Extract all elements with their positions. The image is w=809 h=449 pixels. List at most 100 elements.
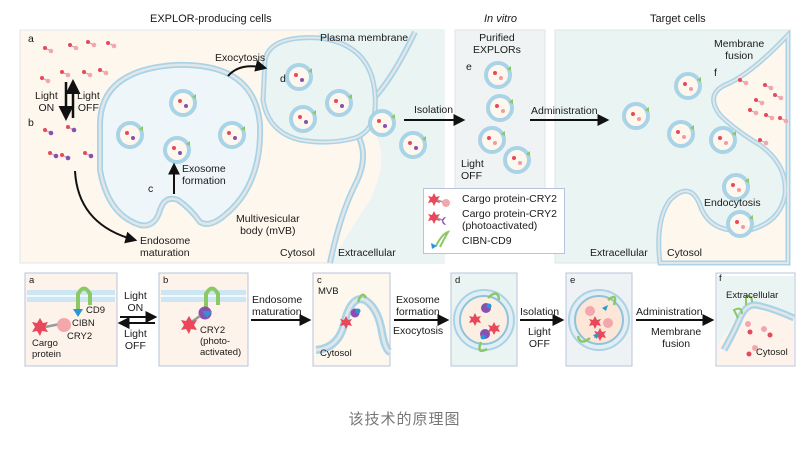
cry2-dot [304,120,308,124]
exosome-vesicle [503,146,531,174]
cry2-dot [518,161,522,165]
cd9-mark [732,131,736,136]
free-cargo [43,46,47,50]
cd9-mark [509,99,513,104]
label-exocytosis: Exocytosis [215,52,266,64]
exosome-vesicle [484,61,512,89]
free-cargo [98,68,102,72]
step-a-cibn: CIBN [72,318,95,329]
free-cargo [83,151,87,155]
exosome-vesicle [289,105,317,133]
panel-letter-b: b [28,117,34,129]
cargo-dot [493,71,497,75]
cargo-dot [683,82,687,86]
cd9-mark [697,77,701,82]
producing-cells-region [19,29,445,264]
cargo-protein [32,318,48,336]
step-d-letter: d [455,275,461,286]
exosome-vesicle [285,63,313,91]
step-f-cytosol: Cytosol [756,347,788,358]
cargo-dot [631,112,635,116]
exosome-vesicle [163,136,191,164]
cargo-dot [495,104,499,108]
legend-label-cargo-cry2-photoactivated: Cargo protein-CRY2(photoactivated) [462,208,557,232]
cry2-dot [178,151,182,155]
legend-label-cargo-cry2: Cargo protein-CRY2 [462,193,557,205]
bottom-arrows [117,311,715,329]
panel-letter-c: c [148,183,154,195]
free-cry2 [763,140,769,146]
cd9-mark [192,94,196,99]
cry2-dot [724,141,728,145]
cd9-mark [241,126,245,131]
cargo-dot [298,115,302,119]
exosome-vesicle [399,131,427,159]
cd9-mark [139,126,143,131]
step-e-letter: e [570,275,576,286]
cry2-dot [493,141,497,145]
free-cargo [48,151,52,155]
free-cargo [106,41,110,45]
free-cargo [778,116,782,120]
free-cargo [43,128,47,132]
endosome-maturation-arrow [74,170,138,244]
legend-icons [428,193,451,249]
free-cry2 [103,70,109,76]
label-isolation: Isolation [414,104,454,116]
title-in-vitro: In vitro [484,13,518,25]
cd9-mark [745,178,749,183]
cd9-mark [308,68,312,73]
cry2-dot [741,225,745,229]
free-cry2 [87,72,93,78]
exosome-vesicle [116,121,144,149]
free-cry2 [48,48,54,54]
step-c-letter: c [317,275,322,286]
free-cargo [758,138,762,142]
label-plasma-membrane: Plasma membrane [320,32,409,44]
cd9-mark [526,151,530,156]
cargo-dot [718,136,722,140]
free-cry2 [53,153,59,159]
panel-letter-a: a [28,33,34,45]
exosome-vesicle [218,121,246,149]
exosome-vesicle [709,126,737,154]
cd9-protein [76,286,92,313]
free-cargo [763,83,767,87]
exosome-vesicle [325,89,353,117]
cargo-dot [377,119,381,123]
free-cargo [748,108,752,112]
arrow-label-administration: Administration [636,306,703,318]
free-cry2 [111,43,117,49]
free-cargo [82,70,86,74]
exosome-vesicle [722,173,750,201]
cry2-dot [689,87,693,91]
free-cry2 [73,45,79,51]
free-cargo [764,113,768,117]
label-cytosol-left: Cytosol [280,247,316,259]
cry2-dot [637,117,641,121]
figure-caption: 该技术的原理图 [348,410,461,428]
cry2-dot [414,146,418,150]
exosome-vesicle [667,120,695,148]
exocytosis-arrow [227,59,268,77]
cargo-dot [735,220,739,224]
title-target-cells: Target cells [650,13,706,25]
cargo-dot [227,131,231,135]
cry2-dot [184,104,188,108]
cd9-mark [186,141,190,146]
cd9-mark [645,107,649,112]
label-extracellular-left: Extracellular [338,247,396,259]
cargo-cry2-photoactivated-icon [428,211,446,225]
cd9-mark [348,94,352,99]
arrow-label-exocytosis: Exocytosis [393,325,444,337]
cargo-cry2-icon [428,193,450,207]
title-producing-cells: EXPLOR-producing cells [150,13,272,25]
free-cry2 [45,78,51,84]
free-cry2 [759,100,765,106]
free-cry2 [769,115,775,121]
free-cry2 [71,127,77,133]
